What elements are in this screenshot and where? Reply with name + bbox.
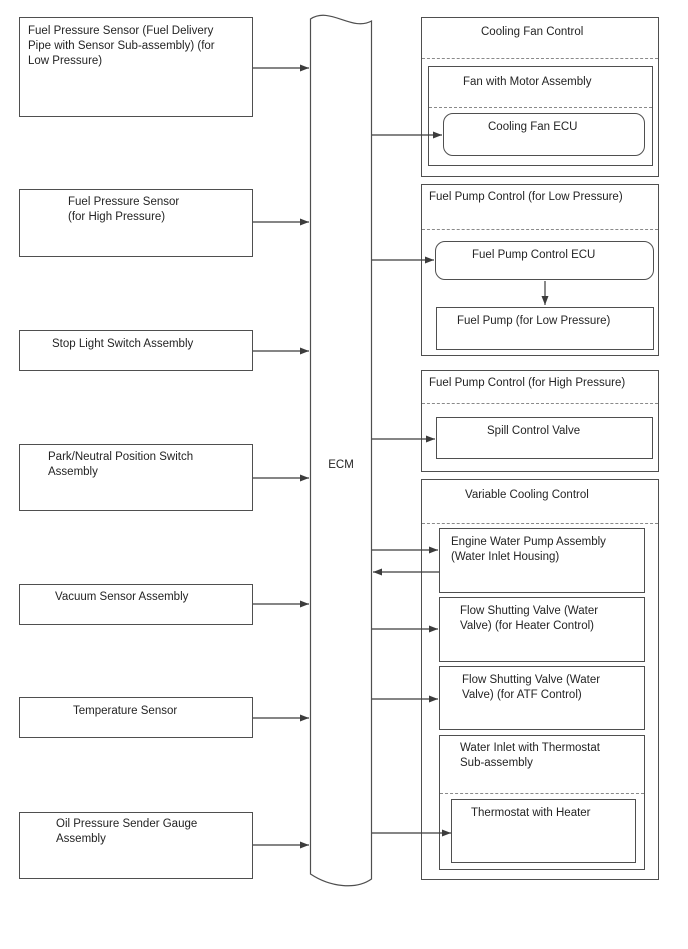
fan-with-motor-assembly-box: Fan with Motor Assembly Cooling Fan ECU	[428, 66, 653, 166]
thermostat-with-heater-box: Thermostat with Heater	[451, 799, 636, 863]
dashed-divider	[422, 403, 658, 404]
ecm-label: ECM	[328, 459, 354, 471]
sensor-label: Temperature Sensor	[73, 705, 178, 717]
box-label: Thermostat with Heater	[471, 807, 591, 819]
box-label: Flow Shutting Valve (Water Valve) (for A…	[462, 674, 601, 701]
group-variable-cooling-control: Variable Cooling Control Engine Water Pu…	[421, 479, 659, 880]
group-title: Fuel Pump Control (for Low Pressure)	[429, 191, 623, 203]
sensor-label: Stop Light Switch Assembly	[52, 338, 194, 350]
group-fuel-pump-control-high: Fuel Pump Control (for High Pressure) Sp…	[421, 370, 659, 472]
box-label: Engine Water Pump Assembly (Water Inlet …	[451, 536, 606, 563]
group-title: Cooling Fan Control	[481, 26, 584, 38]
sensor-box-fuel-pressure-high: Fuel Pressure Sensor (for High Pressure)	[19, 189, 253, 257]
flow-shutting-valve-heater-box: Flow Shutting Valve (Water Valve) (for H…	[439, 597, 645, 662]
group-cooling-fan-control: Cooling Fan Control Fan with Motor Assem…	[421, 17, 659, 177]
sensor-label: Vacuum Sensor Assembly	[55, 591, 189, 603]
box-label: Cooling Fan ECU	[488, 121, 578, 133]
fuel-pump-low-box: Fuel Pump (for Low Pressure)	[436, 307, 654, 350]
sensor-box-oil-pressure-sender: Oil Pressure Sender Gauge Assembly	[19, 812, 253, 879]
spill-control-valve-box: Spill Control Valve	[436, 417, 653, 459]
water-inlet-thermostat-box: Water Inlet with Thermostat Sub-assembly…	[439, 735, 645, 870]
box-label: Flow Shutting Valve (Water Valve) (for H…	[460, 605, 599, 632]
sensor-box-stop-light-switch: Stop Light Switch Assembly	[19, 330, 253, 371]
box-label: Fuel Pump (for Low Pressure)	[457, 315, 611, 327]
fuel-pump-control-ecu-box: Fuel Pump Control ECU	[435, 241, 654, 280]
group-title: Variable Cooling Control	[465, 489, 589, 501]
box-label: Water Inlet with Thermostat Sub-assembly	[460, 742, 600, 769]
dashed-divider	[440, 793, 644, 794]
dashed-divider	[422, 58, 658, 59]
sensor-box-park-neutral-switch: Park/Neutral Position Switch Assembly	[19, 444, 253, 511]
ecm-box	[309, 14, 373, 887]
engine-water-pump-assembly-box: Engine Water Pump Assembly (Water Inlet …	[439, 528, 645, 593]
flow-shutting-valve-atf-box: Flow Shutting Valve (Water Valve) (for A…	[439, 666, 645, 730]
sensor-box-fuel-pressure-low: Fuel Pressure Sensor (Fuel Delivery Pipe…	[19, 17, 253, 117]
box-title: Fan with Motor Assembly	[463, 76, 592, 88]
sensor-label: Park/Neutral Position Switch Assembly	[48, 451, 194, 478]
sensor-label: Oil Pressure Sender Gauge Assembly	[56, 818, 198, 845]
group-title: Fuel Pump Control (for High Pressure)	[429, 377, 626, 389]
box-label: Spill Control Valve	[487, 425, 581, 437]
sensor-label: Fuel Pressure Sensor (Fuel Delivery Pipe…	[28, 25, 215, 67]
cooling-fan-ecu-box: Cooling Fan ECU	[443, 113, 645, 156]
sensor-box-temperature-sensor: Temperature Sensor	[19, 697, 253, 738]
sensor-box-vacuum-sensor: Vacuum Sensor Assembly	[19, 584, 253, 625]
sensor-label: Fuel Pressure Sensor (for High Pressure)	[68, 196, 180, 223]
dashed-divider	[429, 107, 652, 108]
dashed-divider	[422, 523, 658, 524]
dashed-divider	[422, 229, 658, 230]
group-fuel-pump-control-low: Fuel Pump Control (for Low Pressure) Fue…	[421, 184, 659, 356]
box-label: Fuel Pump Control ECU	[472, 249, 596, 261]
